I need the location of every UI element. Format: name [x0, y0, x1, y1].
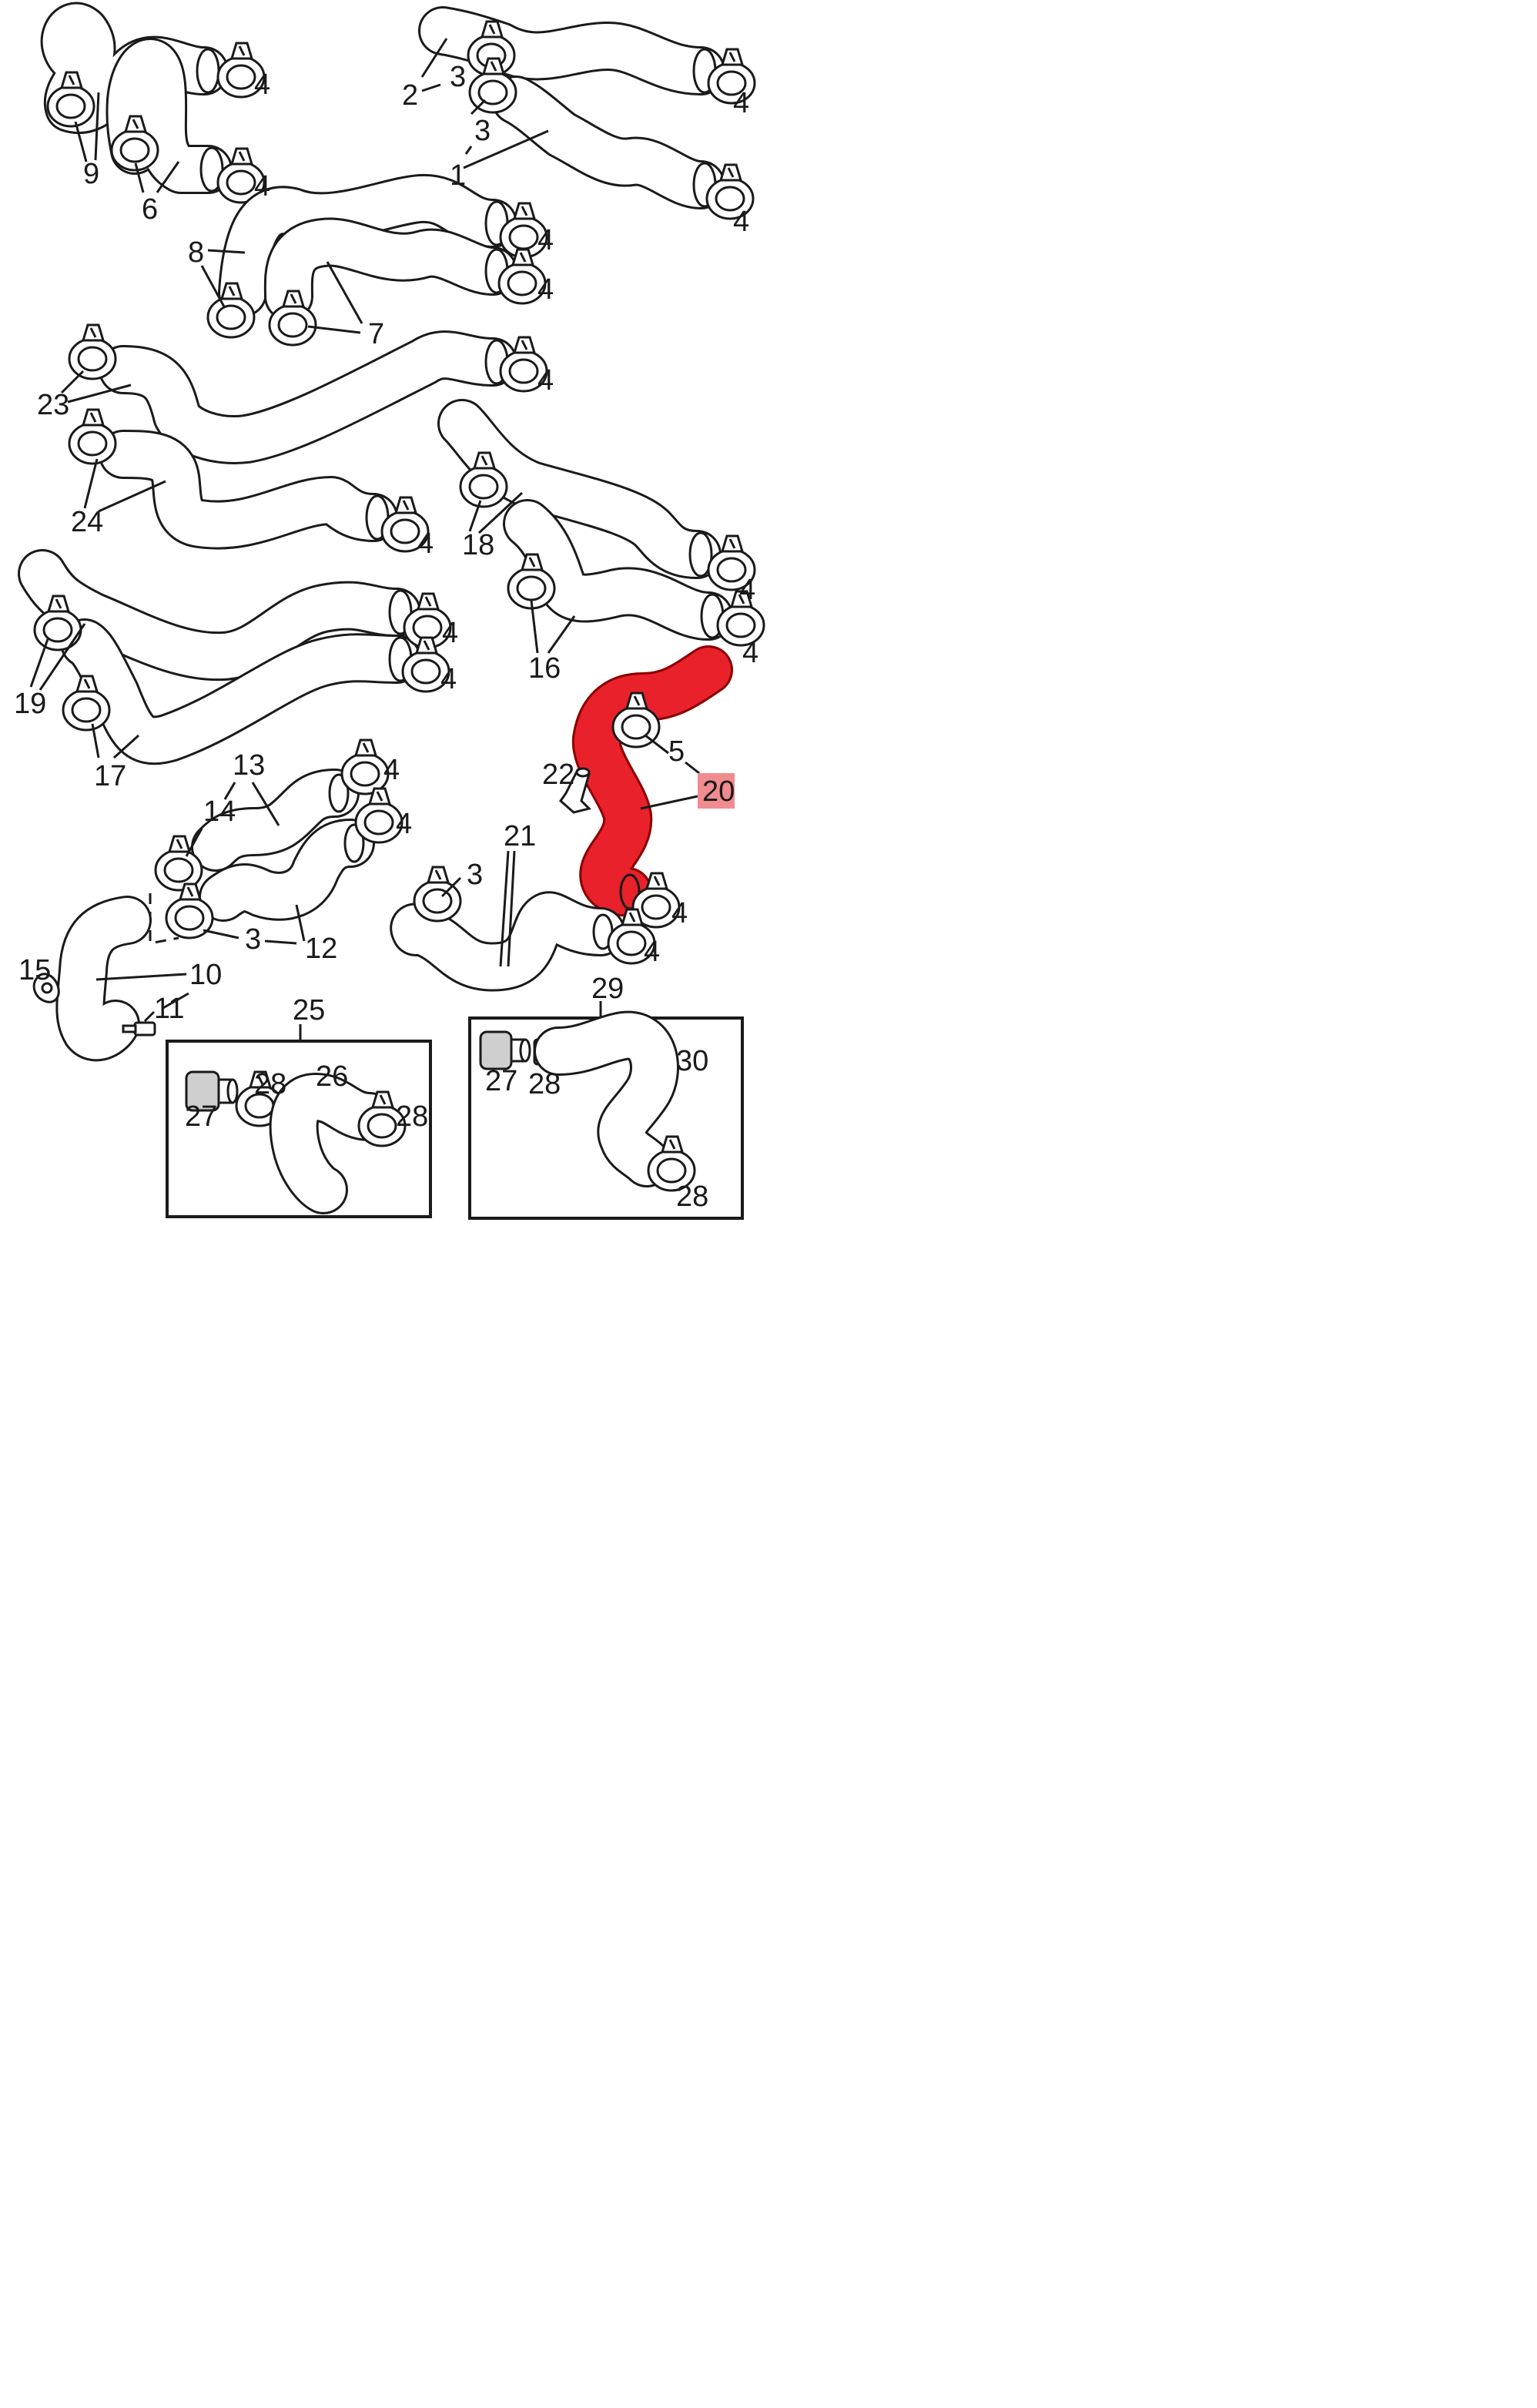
svg-text:4: 4: [742, 637, 758, 669]
svg-text:22: 22: [542, 759, 574, 791]
svg-text:4: 4: [254, 170, 270, 203]
svg-text:4: 4: [383, 754, 400, 786]
callout-20-highlight: [698, 773, 735, 809]
svg-text:4: 4: [644, 936, 660, 968]
svg-text:15: 15: [18, 954, 51, 986]
svg-text:7: 7: [368, 318, 384, 350]
hose-24[interactable]: [99, 430, 398, 550]
svg-text:30: 30: [676, 1045, 708, 1077]
svg-text:8: 8: [188, 236, 204, 269]
svg-text:4: 4: [442, 617, 458, 649]
hose-13[interactable]: [191, 769, 360, 872]
svg-text:19: 19: [14, 688, 46, 720]
svg-text:21: 21: [504, 820, 536, 852]
svg-text:10: 10: [189, 959, 222, 991]
svg-text:29: 29: [591, 973, 624, 1005]
svg-text:28: 28: [528, 1068, 561, 1100]
bleed-fitting-icon[interactable]: [559, 767, 591, 814]
svg-text:3: 3: [245, 923, 261, 956]
svg-text:1: 1: [450, 159, 466, 192]
svg-text:3: 3: [467, 859, 483, 891]
svg-text:16: 16: [528, 652, 561, 685]
hose-1[interactable]: [491, 75, 725, 209]
coolant-hose-30[interactable]: [534, 1010, 679, 1187]
svg-text:4: 4: [733, 87, 749, 119]
hose-clamp-icon[interactable]: [413, 866, 462, 923]
svg-text:25: 25: [293, 994, 325, 1026]
svg-text:4: 4: [733, 206, 749, 238]
svg-text:27: 27: [485, 1065, 517, 1097]
svg-text:3: 3: [474, 115, 491, 147]
hose-21[interactable]: [390, 891, 625, 992]
svg-text:18: 18: [462, 529, 494, 561]
svg-text:4: 4: [440, 663, 457, 695]
hose-clamp-icon[interactable]: [340, 738, 390, 795]
svg-text:23: 23: [37, 389, 69, 421]
svg-text:4: 4: [537, 273, 554, 306]
svg-text:27: 27: [185, 1100, 217, 1133]
hose-16[interactable]: [503, 499, 733, 641]
svg-text:9: 9: [83, 158, 99, 190]
hose-clamp-icon[interactable]: [68, 323, 117, 380]
kit-box-25: [166, 1040, 432, 1218]
svg-text:28: 28: [676, 1181, 708, 1213]
bolt-icon[interactable]: [122, 1021, 156, 1037]
svg-text:3: 3: [450, 61, 466, 93]
svg-text:4: 4: [671, 897, 688, 929]
svg-text:12: 12: [305, 933, 337, 965]
callout-labels: 4 4 9 6 2 3 3 1 4 4 8 4 4 7 23 4 24 4 18…: [14, 61, 758, 1213]
svg-text:24: 24: [71, 506, 103, 538]
svg-text:4: 4: [417, 527, 434, 560]
svg-text:28: 28: [396, 1100, 428, 1133]
svg-text:26: 26: [316, 1060, 348, 1093]
svg-text:5: 5: [668, 735, 685, 768]
hose-7[interactable]: [263, 217, 517, 321]
svg-text:11: 11: [154, 993, 184, 1025]
coolant-hose-26[interactable]: [269, 1073, 394, 1214]
hose-clamp-icon[interactable]: [68, 408, 117, 465]
svg-text:4: 4: [739, 574, 755, 606]
svg-text:2: 2: [402, 79, 418, 112]
quick-connector-icon[interactable]: [185, 1070, 239, 1112]
coolant-pipe-10[interactable]: [55, 896, 152, 1062]
svg-text:13: 13: [233, 749, 265, 782]
svg-text:4: 4: [537, 224, 554, 256]
svg-text:4: 4: [254, 69, 270, 101]
quick-connector-icon[interactable]: [479, 1030, 531, 1070]
svg-text:28: 28: [254, 1068, 286, 1100]
hose-clamp-icon[interactable]: [354, 787, 404, 844]
svg-text:14: 14: [203, 795, 236, 828]
svg-text:4: 4: [537, 364, 554, 397]
svg-text:17: 17: [94, 760, 126, 792]
svg-text:4: 4: [396, 808, 412, 840]
svg-text:20: 20: [702, 775, 735, 808]
svg-text:6: 6: [142, 193, 158, 226]
